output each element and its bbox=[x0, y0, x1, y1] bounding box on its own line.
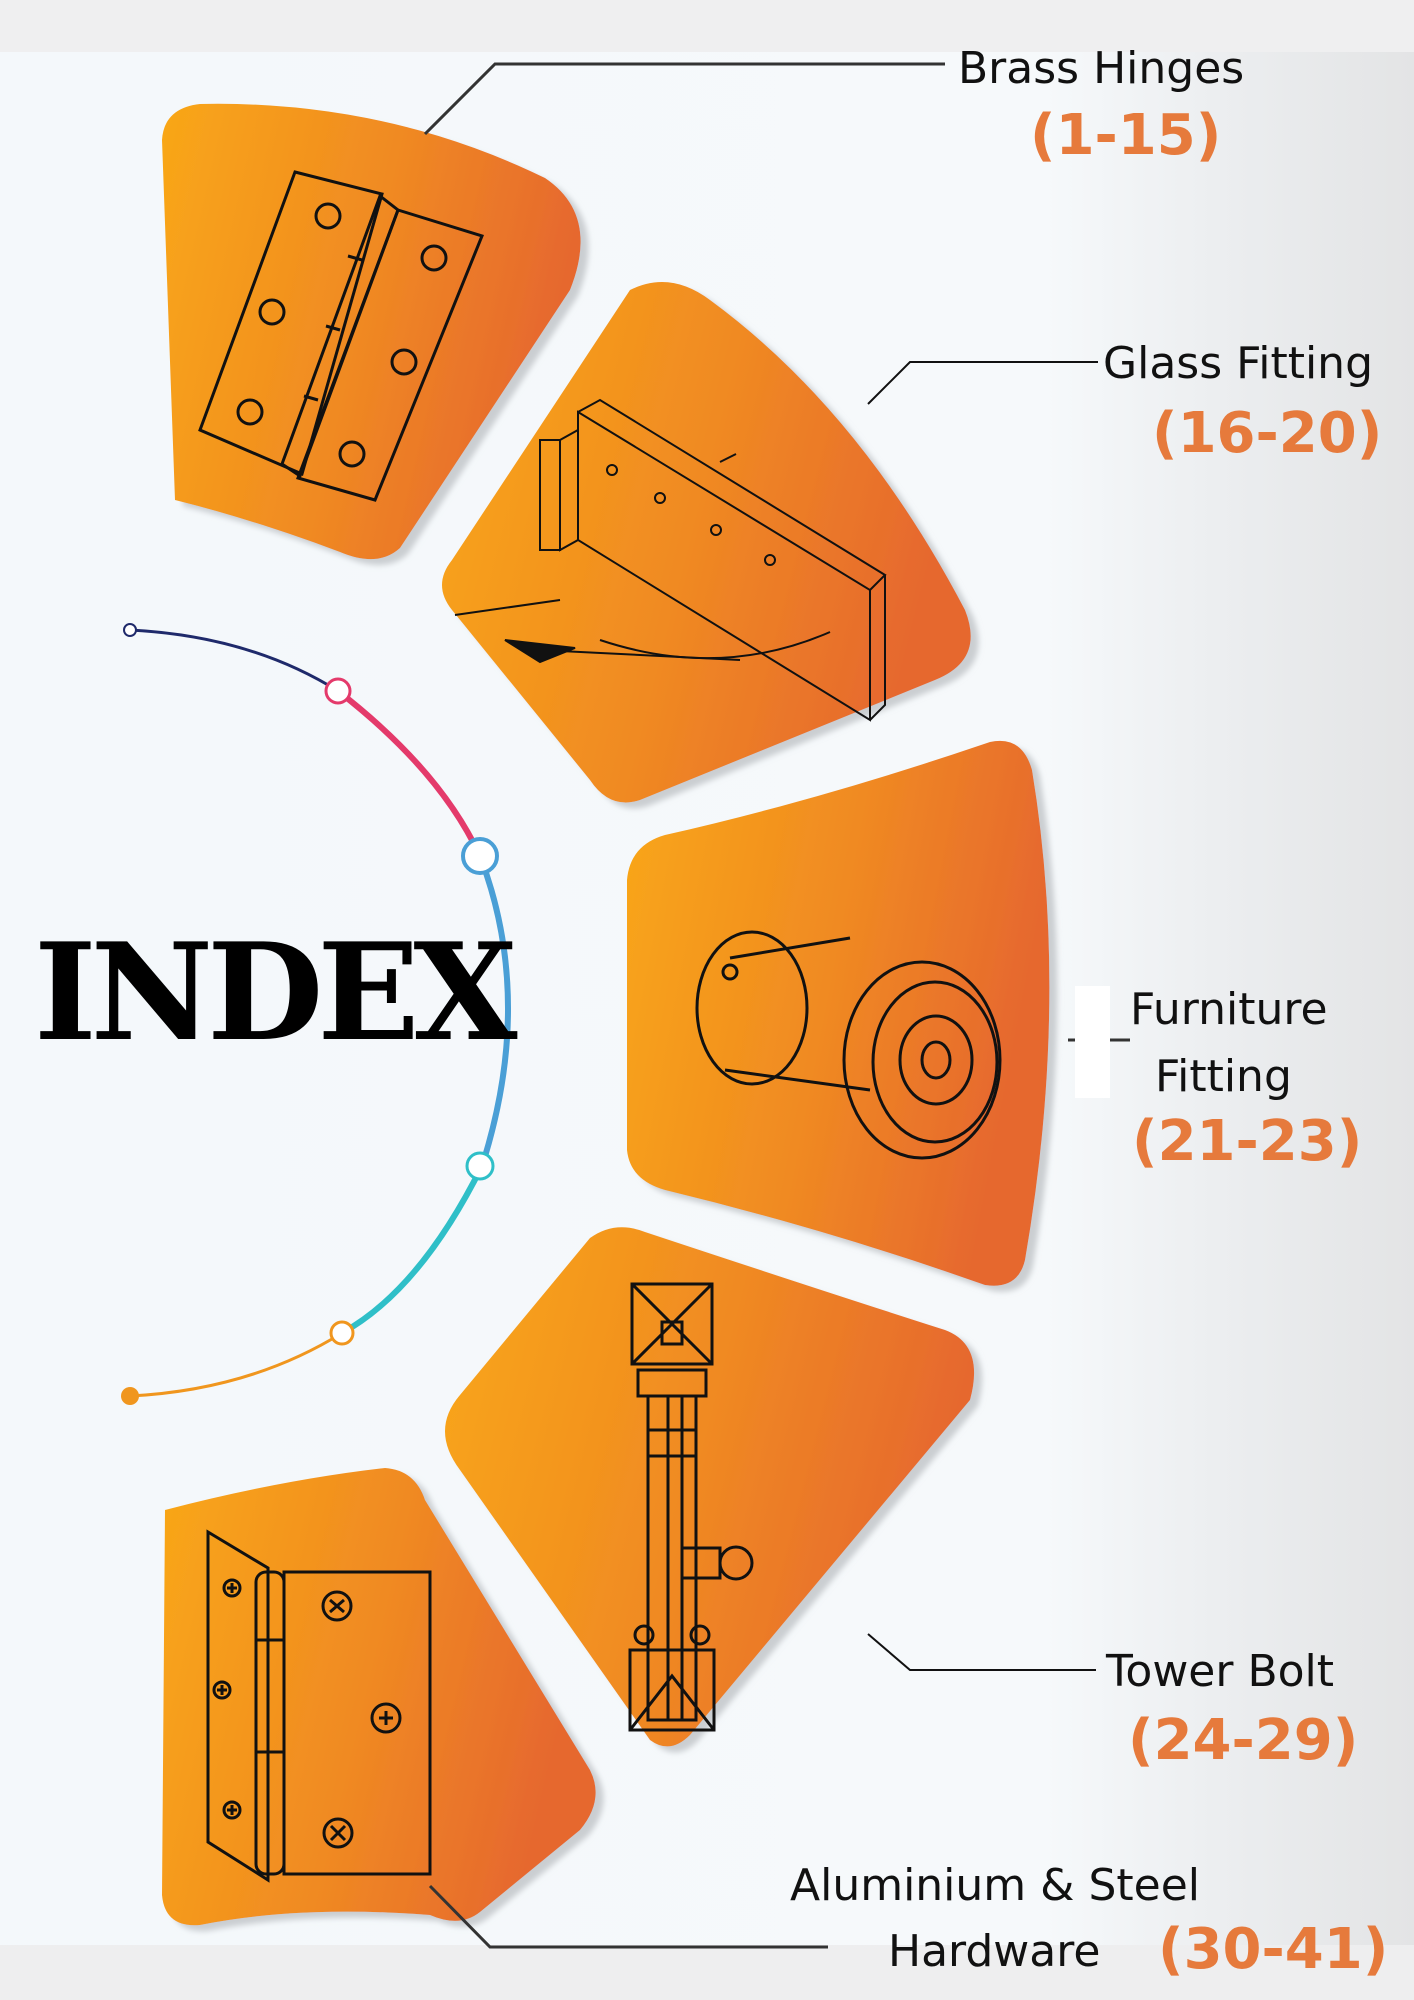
door-knob-icon bbox=[695, 930, 1002, 1160]
leader-aluminium-hardware bbox=[428, 1884, 828, 1949]
glass-patch-fitting-icon bbox=[454, 398, 887, 722]
butt-hinge-icon bbox=[198, 170, 485, 502]
range-glass-fitting: (16-20) bbox=[1152, 401, 1383, 466]
tile-tower-bolt[interactable] bbox=[445, 1227, 975, 1747]
tile-glass-fitting[interactable] bbox=[442, 282, 971, 803]
range-brass-hinges: (1-15) bbox=[1030, 103, 1222, 168]
range-furniture-fitting: (21-23) bbox=[1132, 1109, 1363, 1174]
leader-tower-bolt bbox=[867, 1633, 1096, 1671]
tile-aluminium-steel-hardware[interactable] bbox=[162, 1468, 596, 1926]
label-aluminium-steel-line2[interactable]: Hardware bbox=[888, 1926, 1101, 1977]
decorative-arc bbox=[128, 628, 511, 1398]
steel-hinge-icon bbox=[206, 1529, 432, 1883]
range-tower-bolt: (24-29) bbox=[1128, 1708, 1359, 1773]
tile-brass-hinges[interactable] bbox=[162, 103, 581, 560]
tower-bolt-icon bbox=[628, 1282, 754, 1732]
furniture-label-highlight bbox=[1075, 986, 1110, 1098]
top-band bbox=[0, 0, 1414, 52]
arc-nodes bbox=[121, 623, 499, 1405]
label-glass-fitting[interactable]: Glass Fitting bbox=[1103, 338, 1373, 389]
label-aluminium-steel-line1[interactable]: Aluminium & Steel bbox=[790, 1860, 1200, 1911]
label-brass-hinges[interactable]: Brass Hinges bbox=[958, 43, 1245, 94]
tile-furniture-fitting[interactable] bbox=[627, 740, 1050, 1286]
bottom-band bbox=[0, 1945, 1414, 2000]
label-furniture-fitting-line1[interactable]: Furniture bbox=[1130, 984, 1328, 1035]
range-aluminium-steel: (30-41) bbox=[1158, 1917, 1389, 1982]
leader-brass-hinges bbox=[423, 62, 945, 136]
index-title: INDEX bbox=[34, 913, 517, 1071]
label-furniture-fitting-line2[interactable]: Fitting bbox=[1155, 1051, 1292, 1102]
leader-glass-fitting bbox=[867, 361, 1098, 405]
label-tower-bolt[interactable]: Tower Bolt bbox=[1106, 1646, 1335, 1697]
